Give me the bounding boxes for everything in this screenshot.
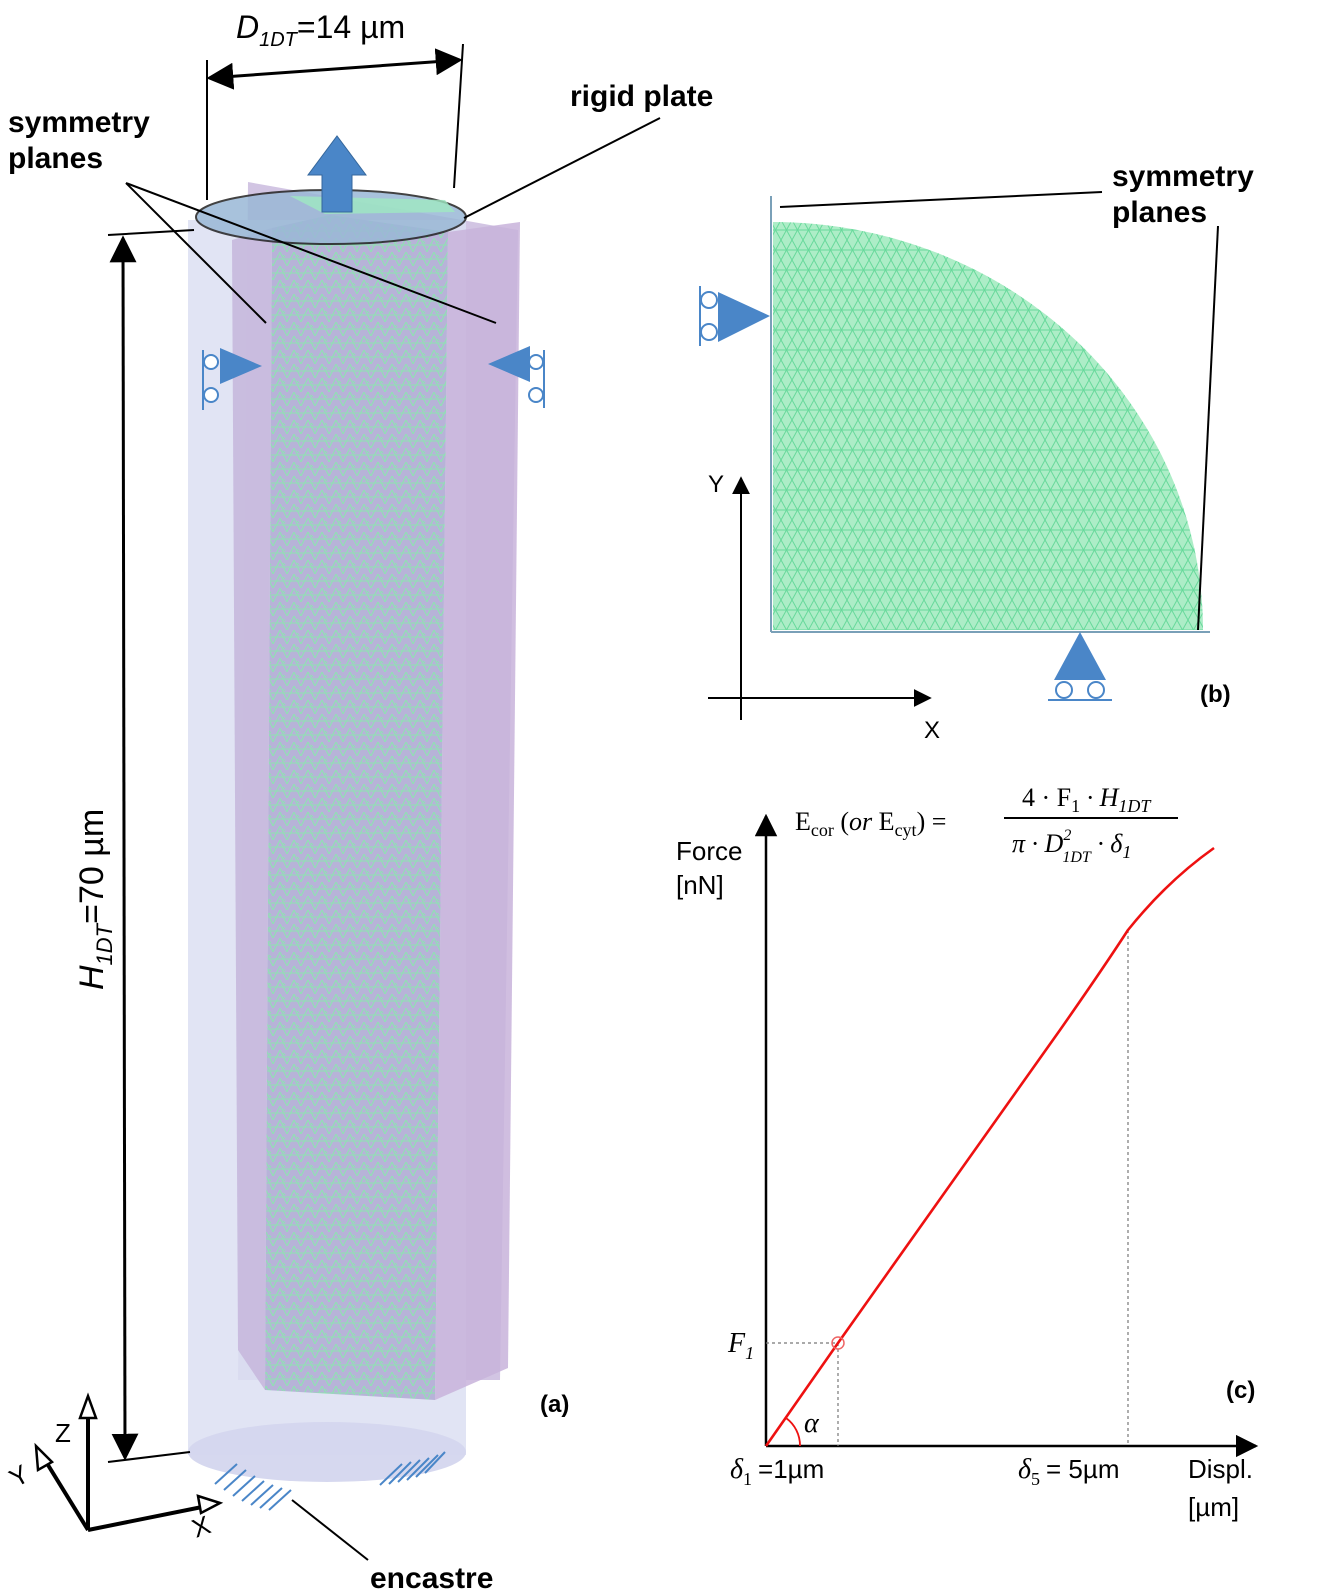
delta1-label: δ1=1µm (730, 1454, 824, 1489)
axis-x-label: X (188, 1510, 215, 1544)
pull-arrow-icon (307, 135, 367, 213)
panel-a-label: (a) (540, 1391, 569, 1418)
symmetry-leader-a-2 (125, 182, 497, 324)
formula-lhs: Ecor (or Ecyt) = (795, 807, 946, 840)
height-arrow (109, 235, 139, 1461)
symmetry-leader-a-1 (125, 182, 267, 324)
formula-numerator: 4 · F1 · H1DT (1022, 783, 1152, 816)
f1-point-marker (831, 1336, 845, 1350)
encastre-hatch-right-icon (379, 1451, 446, 1486)
symmetry-leader-b-2 (1197, 225, 1219, 631)
height-label: H1DT=70 µm (73, 809, 117, 990)
axis-z-head-icon (78, 1392, 98, 1420)
delta5-label: δ5= 5µm (1018, 1454, 1120, 1489)
encastre-leader (291, 1499, 369, 1561)
symmetry-label-a-2: planes (8, 142, 103, 175)
height-top-ext (107, 229, 195, 236)
axis-y-head-icon (34, 1442, 55, 1473)
axis-displ-label-1: Displ. (1188, 1454, 1253, 1484)
encastre-hatch-left-icon (214, 1463, 292, 1511)
axis-z-label: Z (55, 1418, 71, 1448)
roller-support-left-icon (202, 348, 262, 410)
rigid-plate-label: rigid plate (570, 80, 713, 113)
axis-x-arrow (87, 1503, 213, 1532)
axis-b-x-label: X (924, 717, 940, 744)
symmetry-label-a-1: symmetry (8, 106, 150, 139)
axis-y-label: Y (4, 1459, 34, 1494)
symmetry-label-b-2: planes (1112, 196, 1207, 229)
panel-b-label: (b) (1200, 681, 1231, 708)
alpha-label: α (804, 1408, 820, 1439)
symmetry-plane-front (435, 222, 520, 1400)
force-displacement-curve (764, 846, 1215, 1447)
cylinder-bottom (188, 1422, 466, 1482)
encastre-label: encastre (370, 1562, 493, 1590)
dim-line-right (453, 43, 464, 189)
alpha-arc (785, 1417, 801, 1447)
symmetry-leader-b-1 (779, 191, 1103, 208)
axis-x-head-icon (196, 1494, 224, 1515)
f1-label: F1 (727, 1328, 754, 1363)
mesh-body (265, 215, 448, 1400)
panel-b: symmetry planes Y X (b) (699, 160, 1254, 744)
panel-a: D1DT=14 µm H1DT=70 µm rigid plate symmet… (4, 9, 713, 1590)
height-bottom-ext (107, 1451, 191, 1463)
panel-c-label: (c) (1226, 1377, 1255, 1404)
axis-force-label-2: [nN] (676, 870, 724, 900)
quarter-mesh (773, 222, 1203, 630)
symmetry-label-b-1: symmetry (1112, 160, 1254, 193)
rigid-plate-leader (463, 117, 661, 219)
roller-support-b-left-icon (699, 286, 770, 346)
axis-force-label-1: Force (676, 836, 742, 866)
axis-displ-label-2: [µm] (1188, 1492, 1239, 1522)
roller-support-right-icon (488, 346, 545, 408)
mesh-side (232, 228, 272, 1390)
diameter-label: D1DT=14 µm (236, 9, 405, 51)
roller-support-b-bottom-icon (1048, 632, 1112, 701)
axis-b-y-label: Y (708, 471, 724, 498)
diameter-arrow (206, 48, 463, 90)
